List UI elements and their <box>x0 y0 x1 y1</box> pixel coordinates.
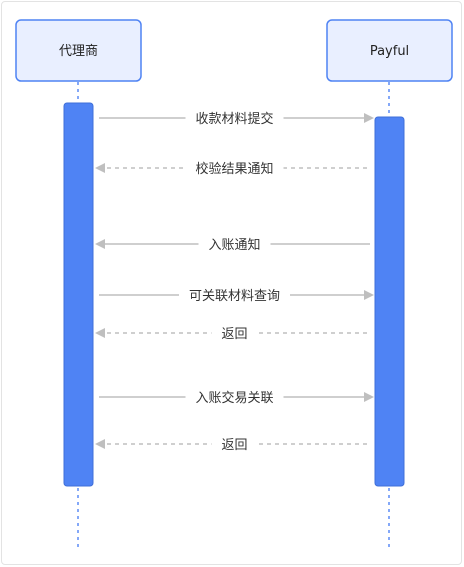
message-3: 入账通知 <box>95 234 370 254</box>
actor-box-right <box>326 19 453 82</box>
actor-label-right: Payful <box>370 44 409 59</box>
message-label-bg <box>211 323 258 343</box>
message-label: 入账交易关联 <box>195 390 273 406</box>
actor-box-left <box>15 19 142 82</box>
activation-bar-right <box>374 116 405 487</box>
arrowhead-right-icon <box>364 113 374 123</box>
arrowhead-right-icon <box>364 392 374 402</box>
arrowhead-left-icon <box>95 439 105 449</box>
message-label: 校验结果通知 <box>195 161 273 177</box>
message-label-bg <box>179 285 290 305</box>
activation-bar-left <box>63 102 94 487</box>
message-2: 校验结果通知 <box>95 158 370 178</box>
message-5: 返回 <box>95 323 370 343</box>
message-label-bg <box>185 108 284 128</box>
message-label: 返回 <box>221 438 247 453</box>
message-label-bg <box>198 234 271 254</box>
message-6: 入账交易关联 <box>99 387 374 407</box>
message-label: 入账通知 <box>208 237 260 253</box>
message-4: 可关联材料查询 <box>99 285 374 305</box>
message-label: 收款材料提交 <box>195 111 273 127</box>
actor-label-left: 代理商 <box>59 44 98 59</box>
message-label: 可关联材料查询 <box>189 289 280 304</box>
message-label-bg <box>211 434 258 454</box>
message-label-bg <box>185 158 284 178</box>
message-label: 返回 <box>221 327 247 342</box>
message-7: 返回 <box>95 434 370 454</box>
message-label-bg <box>185 387 284 407</box>
arrowhead-left-icon <box>95 239 105 249</box>
arrowhead-left-icon <box>95 328 105 338</box>
message-1: 收款材料提交 <box>99 108 374 128</box>
arrowhead-left-icon <box>95 163 105 173</box>
arrowhead-right-icon <box>364 290 374 300</box>
